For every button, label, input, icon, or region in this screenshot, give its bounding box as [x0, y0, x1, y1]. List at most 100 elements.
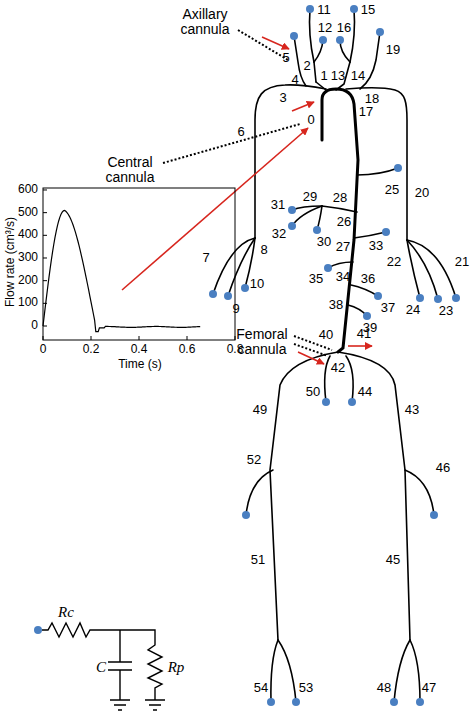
tick-label: 100	[18, 297, 38, 310]
callout-number: 22	[387, 255, 401, 269]
vessel	[394, 640, 410, 702]
callout-number: 38	[329, 298, 343, 312]
callout-number: 26	[337, 215, 351, 229]
callout-number: 52	[247, 453, 261, 467]
callout-number: 54	[254, 681, 268, 695]
flow-curve	[43, 210, 200, 331]
vessel	[325, 356, 330, 402]
callout-number: 46	[436, 461, 450, 475]
vessel	[310, 9, 315, 62]
callout-number: 47	[422, 681, 436, 695]
callout-number: 8	[260, 243, 267, 257]
callout-number: 2	[303, 59, 310, 73]
callout-number: 50	[306, 385, 320, 399]
callout-number: 6	[237, 125, 244, 139]
callout-number: 48	[377, 681, 391, 695]
vessel	[338, 352, 410, 640]
cannula-leaders	[163, 30, 332, 356]
callout-number: 13	[331, 69, 345, 83]
callout-number: 12	[318, 21, 332, 35]
tick-label: 0.2	[83, 343, 100, 356]
vessel	[407, 240, 420, 298]
callout-number: 29	[303, 190, 317, 204]
callout-number: 33	[369, 239, 383, 253]
tick-label: 500	[18, 206, 38, 219]
vessel	[410, 640, 420, 702]
plot-axes	[43, 188, 235, 340]
vessel	[322, 206, 357, 212]
vessel	[407, 240, 456, 298]
vessel	[350, 9, 355, 62]
component-label: C	[96, 659, 106, 676]
vessel	[255, 85, 326, 238]
vessel	[314, 62, 316, 82]
callout-number: 49	[253, 403, 267, 417]
callout-number: 34	[336, 270, 350, 284]
callout-number: 41	[357, 327, 371, 341]
vessel	[213, 238, 255, 294]
component-label: Rp	[168, 659, 185, 676]
callout-number: 15	[361, 3, 375, 17]
callout-number: 20	[415, 186, 429, 200]
vessel	[405, 470, 434, 515]
vessel	[346, 356, 353, 402]
callout-number: 3	[279, 91, 286, 105]
callout-number: 10	[250, 277, 264, 291]
callout-number: 24	[406, 303, 420, 317]
callout-number: 14	[351, 69, 365, 83]
callout-number: 0	[307, 113, 314, 127]
callout-number: 16	[337, 21, 351, 35]
callout-number: 4	[291, 73, 298, 87]
callout-number: 45	[386, 553, 400, 567]
callout-number: 27	[336, 240, 350, 254]
vessel	[346, 88, 407, 240]
terminal-dot	[34, 626, 42, 634]
callout-number: 43	[405, 403, 419, 417]
tick-label: Time (s)	[118, 358, 162, 371]
callout-number: 28	[333, 191, 347, 205]
callout-number: 5	[282, 51, 289, 65]
terminal-dots	[209, 5, 460, 706]
tick-label: 0	[31, 319, 38, 332]
cannula-label: Central cannula	[99, 155, 161, 186]
vessel-lines	[213, 9, 456, 702]
callout-number: 17	[359, 105, 373, 119]
plot-ticks	[43, 190, 235, 340]
flow-arrows	[122, 37, 372, 364]
callout-number: 1	[320, 69, 327, 83]
vessel	[292, 206, 322, 226]
callout-number: 31	[271, 198, 285, 212]
vessel	[246, 470, 273, 515]
cannula-label: Femoral cannula	[231, 327, 293, 358]
tick-label: 200	[18, 274, 38, 287]
callout-number: 36	[361, 272, 375, 286]
callout-number: 21	[455, 255, 469, 269]
vessel	[271, 640, 278, 702]
tick-label: 400	[18, 229, 38, 242]
callout-number: 51	[251, 553, 265, 567]
vessel	[278, 640, 296, 702]
callout-number: 23	[439, 304, 453, 318]
callout-number: 25	[385, 183, 399, 197]
tick-label: 0.4	[131, 343, 148, 356]
tick-label: 300	[18, 251, 38, 264]
callout-number: 11	[317, 3, 331, 17]
callout-number: 32	[272, 227, 286, 241]
callout-number: 9	[232, 302, 239, 316]
cannula-label: Axillary cannula	[174, 7, 236, 38]
vessel	[407, 240, 438, 299]
callout-number: 37	[381, 301, 395, 315]
callout-number: 53	[299, 681, 313, 695]
vessel	[354, 232, 386, 238]
callout-number: 7	[202, 251, 209, 265]
tick-label: 0.6	[179, 343, 196, 356]
component-label: Rc	[58, 604, 74, 621]
vessel	[270, 352, 338, 640]
rc-circuit	[42, 623, 165, 710]
callout-number: 35	[309, 272, 323, 286]
tick-label: 600	[18, 183, 38, 196]
callout-number: 19	[386, 43, 400, 57]
callout-number: 30	[317, 235, 331, 249]
aorta	[322, 89, 358, 352]
callout-number: 44	[358, 385, 372, 399]
